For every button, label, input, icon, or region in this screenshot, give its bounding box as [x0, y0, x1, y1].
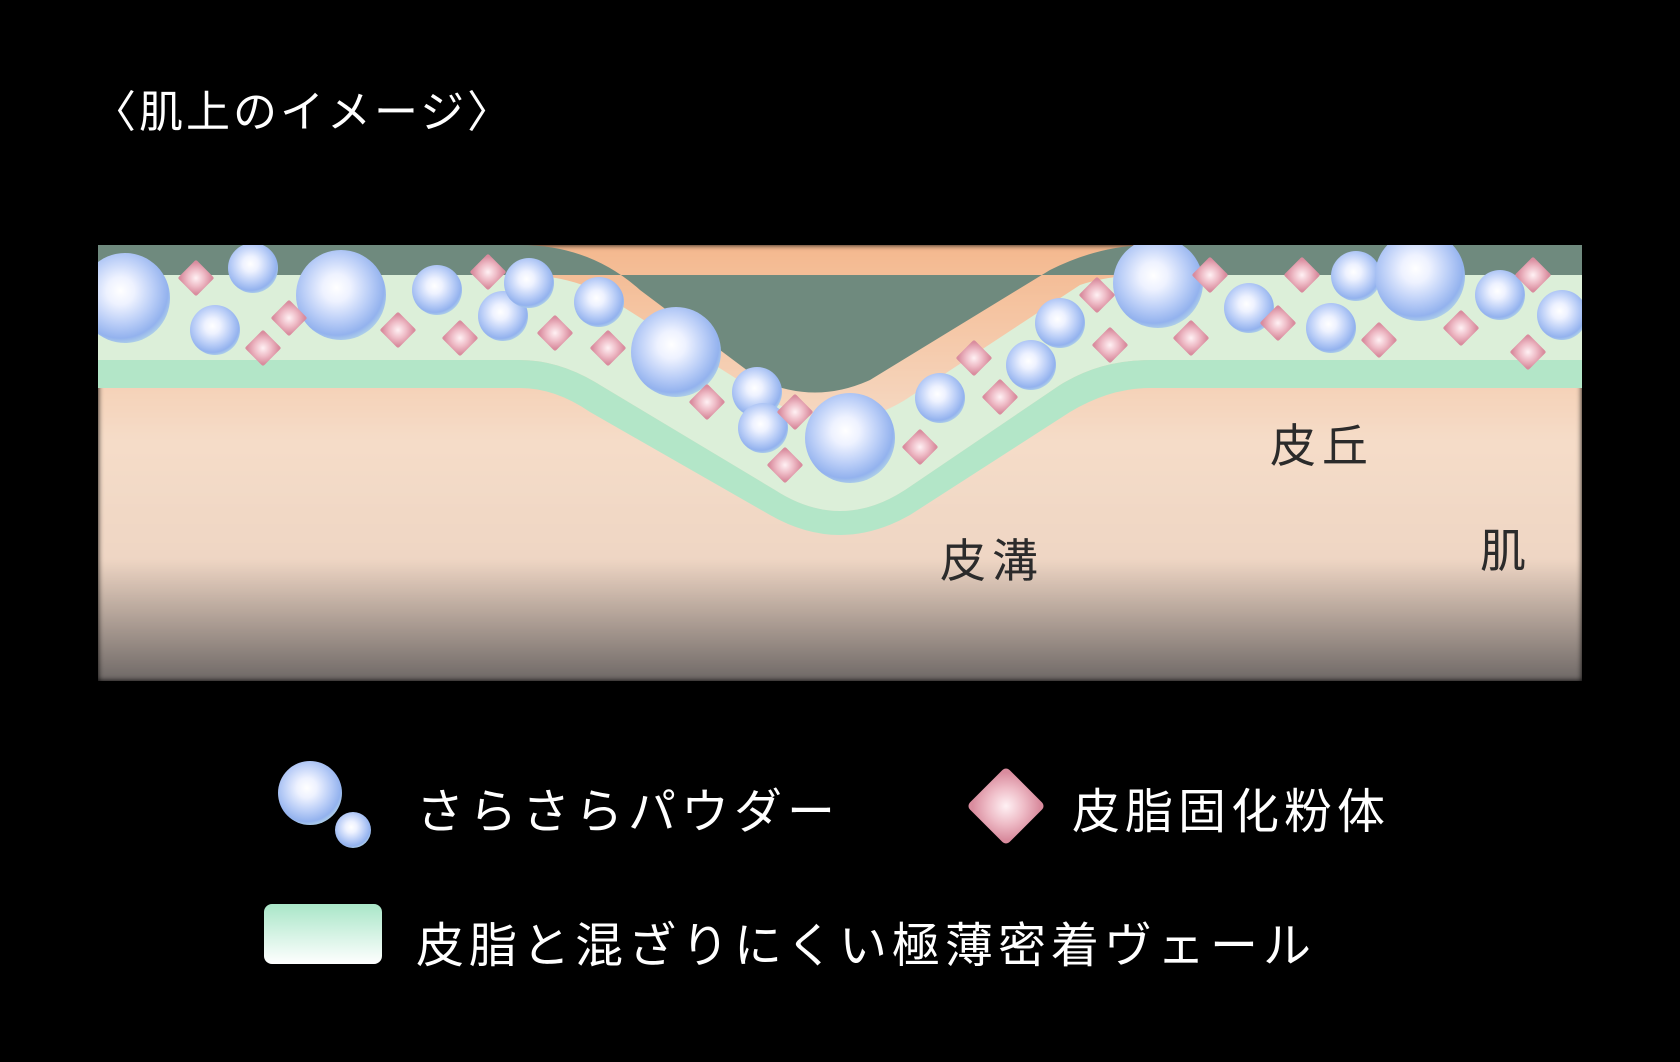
- powder-sphere: [915, 373, 965, 423]
- powder-sphere: [1006, 340, 1056, 390]
- sebum-diamond: [1510, 334, 1546, 370]
- sebum-diamond: [1192, 257, 1228, 293]
- veil-outer-layer: [98, 245, 1582, 393]
- legend-veil-swatch-icon: [264, 904, 382, 964]
- sebum-diamond: [537, 315, 573, 351]
- powder-sphere: [504, 258, 554, 308]
- sebum-diamond: [902, 429, 938, 465]
- legend-diamond-icon: [968, 768, 1044, 844]
- legend-powder-icon: [278, 761, 371, 848]
- powder-sphere: [98, 253, 170, 343]
- sebum-diamond: [442, 320, 478, 356]
- label-hill: 皮丘: [1270, 419, 1374, 473]
- sebum-diamond: [590, 330, 626, 366]
- sebum-diamond: [777, 394, 813, 430]
- sebum-diamond: [1515, 257, 1551, 293]
- powder-sphere: [1475, 270, 1525, 320]
- powder-sphere: [574, 277, 624, 327]
- powder-sphere: [1035, 298, 1085, 348]
- powder-sphere: [228, 245, 278, 293]
- veil-band: [98, 360, 1582, 535]
- sebum-diamond: [1284, 257, 1320, 293]
- sebum-diamond: [271, 300, 307, 336]
- powder-sphere: [1331, 251, 1381, 301]
- powder-sphere: [738, 403, 788, 453]
- legend-sebum-powder-label: 皮脂固化粉体: [1072, 784, 1391, 840]
- powder-sphere: [1537, 290, 1582, 340]
- sebum-diamond: [956, 340, 992, 376]
- sebum-diamond: [982, 379, 1018, 415]
- powder-sphere: [631, 307, 721, 397]
- label-groove: 皮溝: [940, 534, 1044, 588]
- label-skin: 肌: [1480, 524, 1532, 578]
- sebum-diamond: [1173, 320, 1209, 356]
- powder-sphere: [190, 305, 240, 355]
- diagram-title: 〈肌上のイメージ〉: [92, 87, 515, 138]
- powder-sphere: [1224, 283, 1274, 333]
- sebum-diamond: [1361, 322, 1397, 358]
- powder-sphere: [1306, 303, 1356, 353]
- sebum-diamond: [1260, 305, 1296, 341]
- sebum-diamond: [178, 260, 214, 296]
- powder-sphere: [412, 265, 462, 315]
- skin-panel: [98, 245, 1582, 681]
- sebum-diamond: [767, 447, 803, 483]
- powder-sphere: [1113, 245, 1203, 328]
- sebum-diamond: [1443, 310, 1479, 346]
- powder-sphere: [1375, 245, 1465, 321]
- powder-sphere: [296, 250, 386, 340]
- legend-veil-label: 皮脂と混ざりにくい極薄密着ヴェール: [416, 918, 1317, 974]
- sebum-diamond: [1079, 277, 1115, 313]
- sebum-diamond: [689, 384, 725, 420]
- sebum-diamond: [380, 312, 416, 348]
- sebum-diamond: [1092, 327, 1128, 363]
- legend-powder-label: さらさらパウダー: [416, 784, 841, 840]
- sebum-diamond: [245, 330, 281, 366]
- powder-sphere: [805, 393, 895, 483]
- sebum-diamond: [470, 254, 506, 290]
- particle-layer: [98, 245, 1582, 483]
